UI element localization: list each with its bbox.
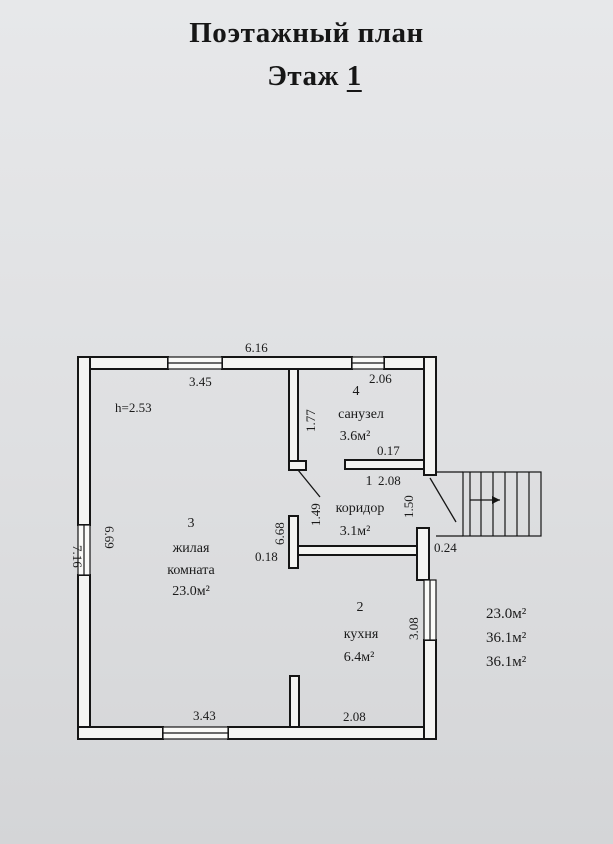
room-bath-number: 4	[353, 384, 360, 399]
room-corridor-area: 3.1м²	[340, 524, 371, 539]
wall-kitchen-stub	[289, 675, 300, 728]
dim-corridor-right: 1.50	[401, 495, 416, 518]
wall-top-left	[77, 356, 169, 370]
wall-left-upper	[77, 356, 91, 526]
dim-bottom-left: 3.43	[193, 708, 216, 723]
floor-label: Этаж	[267, 60, 340, 92]
dim-left-inner: 6.69	[102, 526, 117, 549]
dim-corridor-width: 2.08	[378, 473, 401, 488]
room-living-name-line1: жилая	[172, 541, 210, 556]
floor-heading: Этаж 1	[8, 60, 613, 93]
room-kitchen-name: кухня	[344, 627, 379, 642]
wall-corridor-left	[288, 515, 299, 569]
room-bathroom: 4 санузел 3.6м²	[338, 384, 384, 444]
wall-kitchen-top	[297, 545, 418, 556]
dim-top-right: 2.06	[369, 371, 392, 386]
summary-line-3: 36.1м²	[486, 654, 527, 670]
dim-bath-wall: 0.17	[377, 443, 400, 458]
summary-line-1: 23.0м²	[486, 606, 527, 622]
room-living-name-line2: комната	[167, 563, 215, 578]
room-corridor: 1 коридор 3.1м²	[336, 474, 385, 539]
room-kitchen-number: 2	[357, 600, 364, 615]
porch-steps	[436, 471, 542, 537]
floor-number: 1	[346, 60, 362, 92]
dim-bath-height: 1.77	[303, 409, 318, 432]
room-living-area: 23.0м²	[172, 584, 210, 599]
dim-corridor-left: 1.49	[308, 503, 323, 526]
room-bath-name: санузел	[338, 407, 384, 422]
wall-right-middle	[416, 527, 430, 581]
room-living: 3 жилая комната 23.0м²	[167, 516, 215, 599]
area-summary: 23.0м² 36.1м² 36.1м²	[486, 606, 527, 670]
wall-bath-left	[288, 368, 299, 471]
door-entrance	[429, 477, 457, 523]
wall-right-upper	[423, 356, 437, 476]
dimension-labels: 6.16 3.45 2.06 h=2.53 7.16 6.69 1.77 0.1…	[70, 340, 457, 724]
room-kitchen: 2 кухня 6.4м²	[344, 600, 379, 665]
room-kitchen-area: 6.4м²	[344, 650, 375, 665]
dim-bottom-right: 2.08	[343, 709, 366, 724]
wall-right-lower	[423, 639, 437, 740]
wall-bottom-left	[77, 726, 164, 740]
dim-partition-thick: 0.18	[255, 549, 278, 564]
room-living-number: 3	[188, 516, 195, 531]
doors	[297, 469, 457, 523]
windows	[77, 356, 437, 740]
room-corridor-number: 1	[366, 474, 373, 489]
dim-top-total: 6.16	[245, 340, 268, 355]
dim-top-left: 3.45	[189, 374, 212, 389]
room-corridor-name: коридор	[336, 501, 385, 516]
room-bath-area: 3.6м²	[340, 429, 371, 444]
height-label: h=2.53	[115, 400, 152, 415]
dim-kitchen-side: 3.08	[406, 617, 421, 640]
wall-left-lower	[77, 574, 91, 740]
door-bath	[297, 469, 321, 498]
dim-inner-wall: 6.68	[272, 522, 287, 545]
wall-top-middle	[221, 356, 353, 370]
steps-arrow-icon	[492, 496, 500, 504]
dim-right-wall-thick: 0.24	[434, 540, 457, 555]
summary-line-2: 36.1м²	[486, 630, 527, 646]
page-title: Поэтажный план	[189, 17, 424, 49]
wall-bottom-right	[227, 726, 437, 740]
wall-bath-bottom	[344, 459, 425, 470]
wall-bath-stub	[288, 460, 307, 471]
dim-left-outer: 7.16	[70, 545, 85, 568]
